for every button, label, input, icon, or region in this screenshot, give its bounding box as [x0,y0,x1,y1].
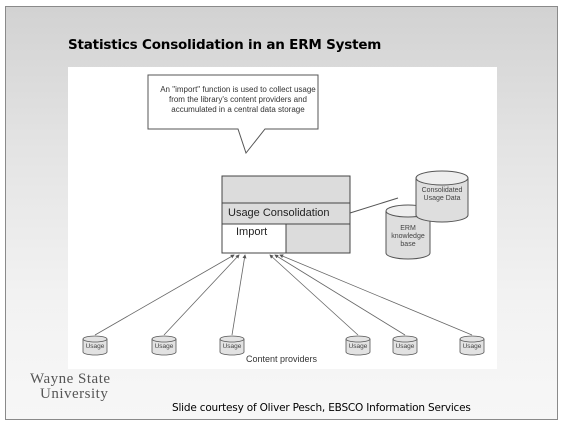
import-box [221,223,287,254]
usage-cylinder-6 [459,335,485,356]
callout-text: An "import" function is used to collect … [160,85,316,114]
content-providers-label: Content providers [246,354,318,364]
usage-label-1: Usage [85,343,105,350]
usage-label-2: Usage [154,343,174,350]
usage-cylinder-3 [219,335,245,356]
provider-arrows [94,254,473,336]
callout-box [147,74,319,155]
logo-line-2: University [40,386,109,402]
diagram: An "import" function is used to collect … [68,67,497,369]
slide-title: Statistics Consolidation in an ERM Syste… [68,37,382,53]
usage-label-3: Usage [222,343,242,350]
wayne-state-logo: Wayne State University [30,372,111,402]
usage-label-5: Usage [395,343,415,350]
consolidated-data-cylinder [415,170,469,223]
usage-cylinders [82,335,485,356]
usage-cylinder-4 [345,335,371,356]
usage-consolidation-label: Usage Consolidation [228,207,330,219]
usage-cylinder-1 [82,335,108,356]
erm-kb-label: ERM knowledge base [391,225,425,248]
slide-credit: Slide courtesy of Oliver Pesch, EBSCO In… [172,402,471,414]
consolidated-data-label: Consolidated Usage Data [421,187,463,202]
import-label: Import [236,226,268,238]
usage-label-4: Usage [348,343,368,350]
diagram-graphics [82,74,485,356]
db-connector [349,197,399,214]
usage-cylinder-5 [392,335,418,356]
usage-cylinder-2 [151,335,177,356]
usage-label-6: Usage [462,343,482,350]
logo-line-1: Wayne State [30,371,111,387]
